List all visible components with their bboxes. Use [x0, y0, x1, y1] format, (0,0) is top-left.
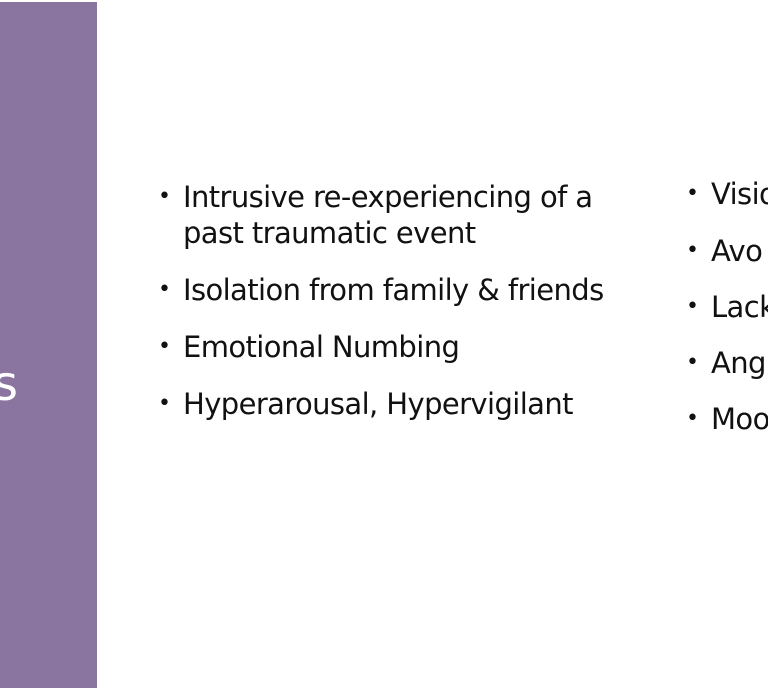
- bullet-dot-icon: •: [686, 181, 699, 206]
- bullet-text: Visio nigh: [711, 177, 768, 211]
- right-bullet-list: • Visio nigh • Avo • Lack • Ang • Moo: [686, 176, 768, 457]
- bullet-item: • Ang: [686, 345, 768, 381]
- left-bullet-list: • Intrusive re-experiencing of a past tr…: [158, 179, 638, 443]
- bullet-text: Emotional Numbing: [183, 330, 460, 364]
- bullet-item: • Emotional Numbing: [158, 329, 638, 365]
- bullet-text: Avo: [711, 234, 763, 268]
- side-title-panel: s: [0, 2, 97, 688]
- bullet-item: • Intrusive re-experiencing of a past tr…: [158, 179, 638, 251]
- bullet-item: • Visio nigh: [686, 176, 768, 212]
- bullet-text: Intrusive re-experiencing of a past trau…: [183, 180, 593, 250]
- slide-title-fragment: s: [0, 356, 18, 412]
- bullet-dot-icon: •: [686, 406, 699, 431]
- bullet-dot-icon: •: [158, 391, 171, 416]
- bullet-item: • Lack: [686, 289, 768, 325]
- bullet-dot-icon: •: [686, 350, 699, 375]
- bullet-text: Lack: [711, 290, 768, 324]
- bullet-item: • Avo: [686, 233, 768, 269]
- bullet-text: Hyperarousal, Hypervigilant: [183, 387, 574, 421]
- bullet-item: • Moo: [686, 401, 768, 437]
- bullet-dot-icon: •: [158, 334, 171, 359]
- bullet-item: • Hyperarousal, Hypervigilant: [158, 386, 638, 422]
- bullet-dot-icon: •: [686, 294, 699, 319]
- bullet-text: Ang: [711, 346, 766, 380]
- bullet-text: Moo: [711, 402, 768, 436]
- bullet-dot-icon: •: [158, 277, 171, 302]
- bullet-text: Isolation from family & friends: [183, 273, 604, 307]
- bullet-dot-icon: •: [686, 238, 699, 263]
- bullet-dot-icon: •: [158, 184, 171, 209]
- bullet-item: • Isolation from family & friends: [158, 272, 638, 308]
